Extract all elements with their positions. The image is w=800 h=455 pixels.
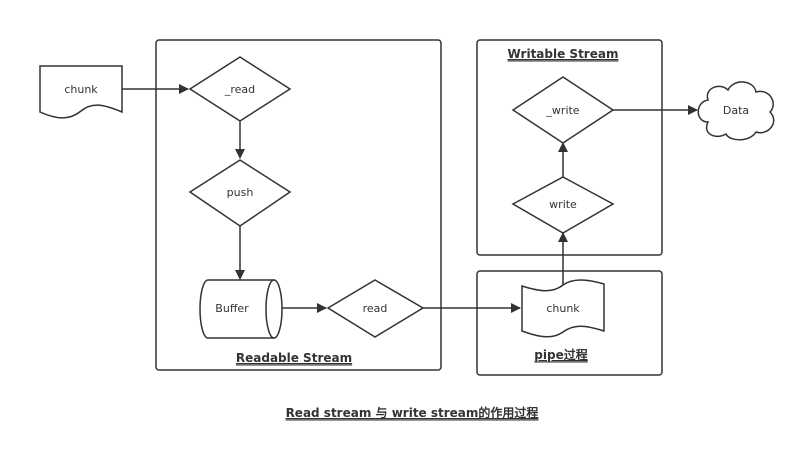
readable-stream-title: Readable Stream [236,351,352,365]
write-diamond [511,176,615,234]
read-diamond [326,279,425,338]
chunk-input-document [39,65,123,119]
chunk-pipe-label: chunk [546,302,580,315]
read-internal-label: _read [224,83,255,96]
read-internal-diamond [188,56,292,122]
write-internal-label: _write [545,104,579,117]
writable-stream-title: Writable Stream [508,47,619,61]
read-label: read [363,302,388,315]
write-internal-diamond [511,76,615,144]
buffer-cylinder-face [265,279,275,339]
data-label: Data [723,104,749,117]
write-label: write [549,198,577,211]
push-label: push [227,186,254,199]
chunk-pipe-document [521,279,605,338]
push-diamond [188,159,292,227]
chunk-input-label: chunk [64,83,98,96]
data-cloud [697,81,775,141]
diagram-caption: Read stream 与 write stream的作用过程 [286,405,539,420]
buffer-label: Buffer [215,302,249,315]
pipe-title: pipe过程 [534,347,587,362]
